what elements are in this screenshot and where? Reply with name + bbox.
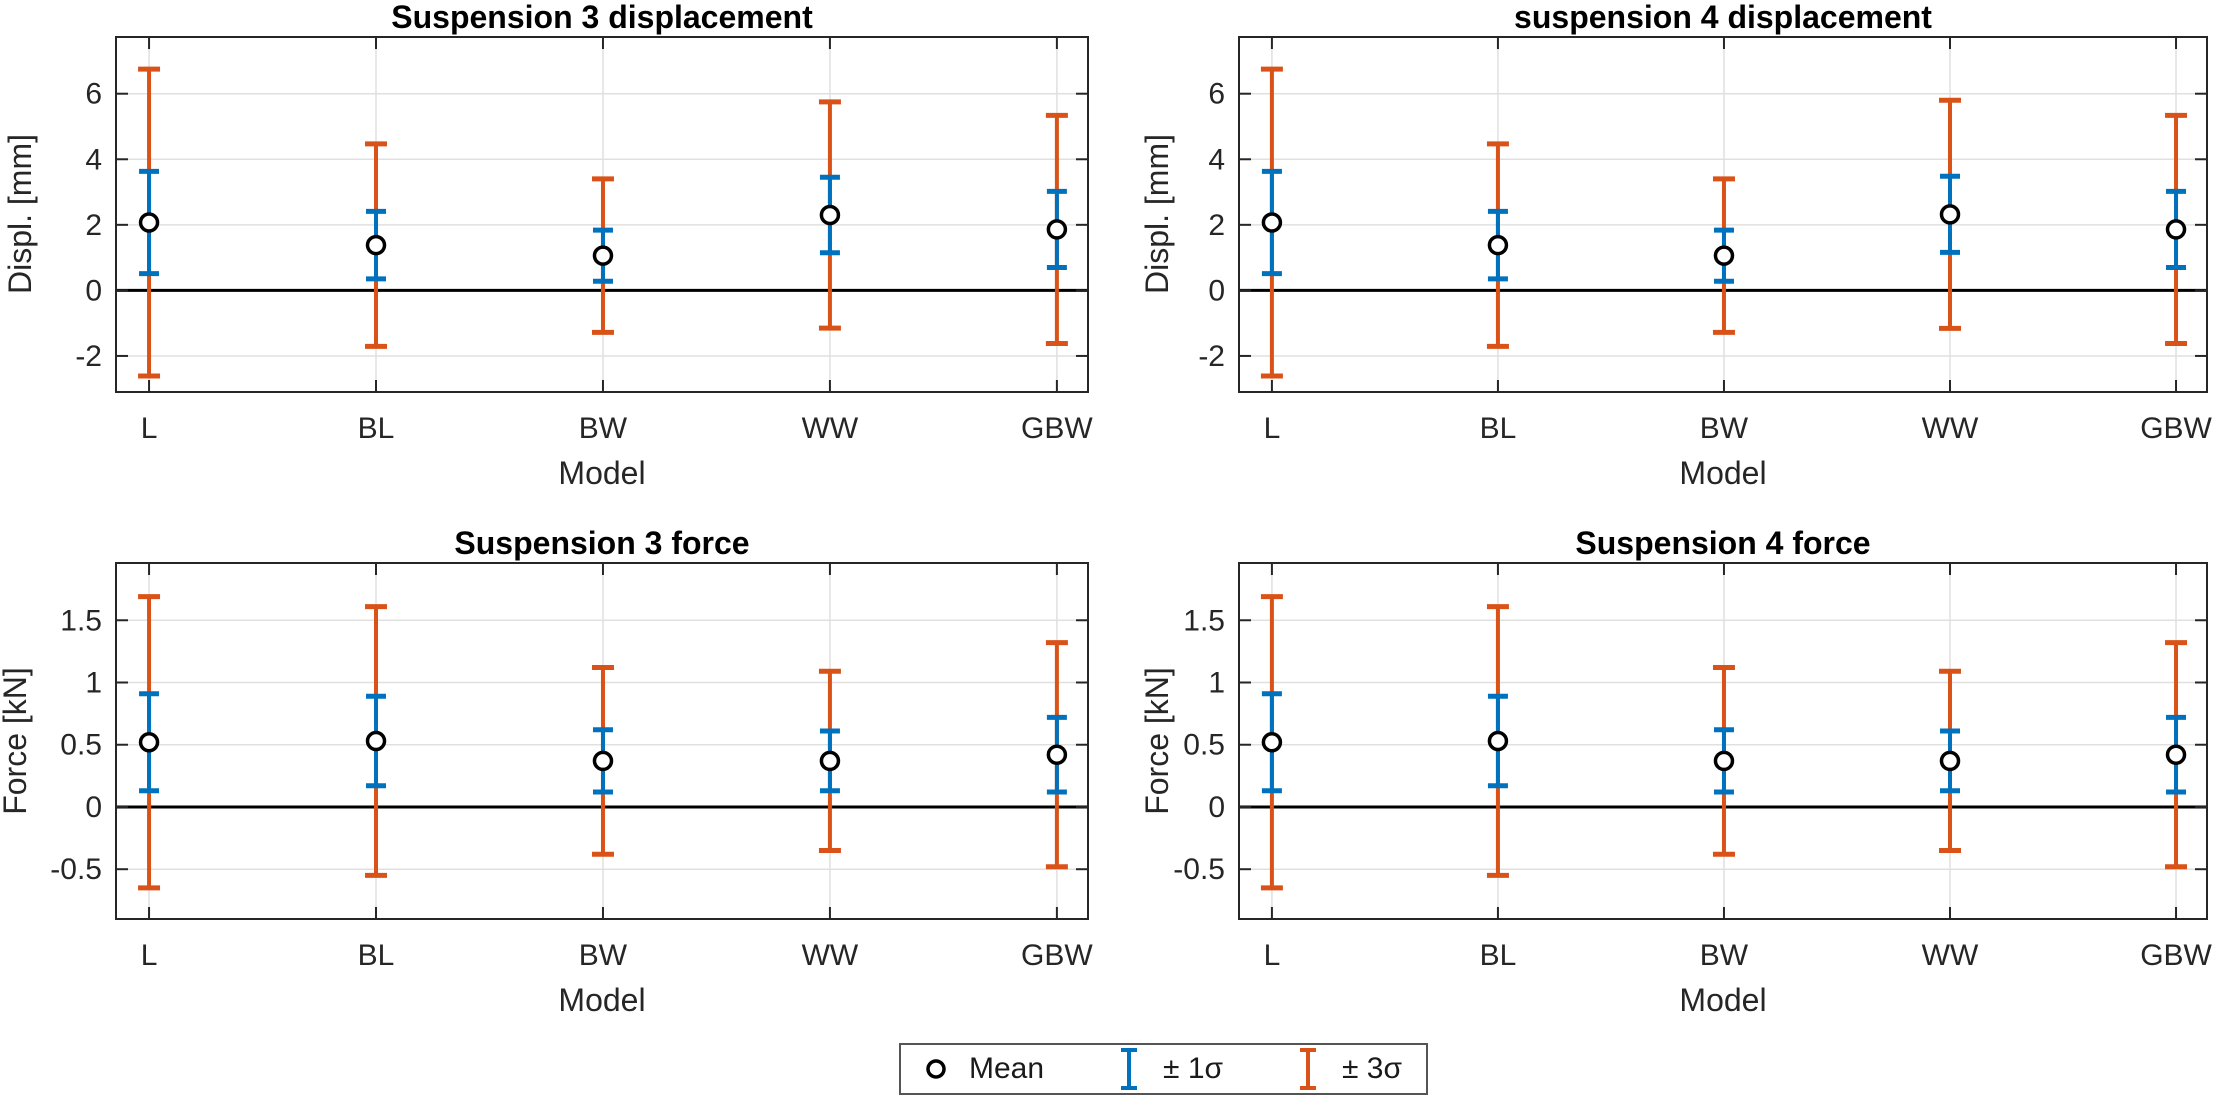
- y-tick-label: 1: [1208, 666, 1225, 699]
- y-tick-label: 0: [1208, 274, 1225, 307]
- mean-marker: [1939, 204, 1961, 225]
- y-axis-label: Displ. [mm]: [2, 134, 38, 294]
- subplot-suspension-4-displacement: -2 0 2 4 6L BL BW WW GBW suspension 4 displaceme…: [1139, 0, 2213, 491]
- y-tick-label: 4: [1208, 143, 1225, 176]
- mean-marker: [1046, 744, 1068, 765]
- y-axis-label: Force [kN]: [0, 667, 33, 815]
- mean-marker: [138, 731, 160, 753]
- axis-box: [1238, 562, 2208, 920]
- mean-marker: [2165, 744, 2187, 765]
- mean-marker: [1261, 212, 1283, 233]
- subplot-suspension-4-force: -0.5 0 0.5 1 1.5L BL BW WW GBW Suspension 4 forc…: [1139, 525, 2213, 1018]
- mean-marker: [1713, 750, 1735, 772]
- x-tick-label: GBW: [1021, 412, 1093, 445]
- y-tick-label: -2: [1198, 340, 1225, 373]
- x-axis-label: Model: [1679, 455, 1766, 491]
- mean-marker: [819, 204, 841, 226]
- x-tick-label: WW: [1922, 939, 1979, 972]
- mean-marker: [365, 234, 387, 256]
- x-tick-label: L: [1264, 939, 1281, 972]
- mean-marker: [1487, 234, 1509, 256]
- mean-marker: [819, 750, 841, 772]
- plot-title: Suspension 4 force: [1575, 525, 1870, 561]
- subplot-suspension-3-displacement: -2 0 2 4 6L BL BW WW GBW Suspension 3 displaceme…: [2, 0, 1093, 491]
- y-tick-label: 6: [1208, 78, 1225, 111]
- mean-marker: [138, 212, 160, 233]
- x-tick-label: L: [141, 939, 158, 972]
- errorbar-3sigma-icon: [1299, 1048, 1316, 1090]
- x-tick-label: BW: [579, 939, 628, 972]
- x-tick-label: L: [141, 412, 158, 445]
- legend-label-3sigma: ± 3σ: [1341, 1052, 1402, 1085]
- mean-marker: [1713, 245, 1735, 266]
- x-tick-label: L: [1264, 412, 1281, 445]
- legend-label-mean: Mean: [969, 1052, 1045, 1085]
- x-tick-label: BL: [358, 412, 395, 445]
- y-axis-label: Displ. [mm]: [1139, 134, 1175, 294]
- y-tick-label: 0: [1208, 791, 1225, 824]
- axis-box: [115, 36, 1089, 393]
- legend-label-1sigma: ± 1σ: [1163, 1052, 1224, 1085]
- x-tick-label: BL: [1480, 412, 1517, 445]
- x-tick-label: BW: [1700, 412, 1749, 445]
- mean-marker: [1939, 750, 1961, 772]
- x-tick-label: BW: [579, 412, 628, 445]
- y-tick-label: 0: [85, 274, 102, 307]
- plot-title: Suspension 3 displacement: [391, 0, 813, 35]
- mean-marker: [2165, 219, 2187, 240]
- mean-marker: [1261, 731, 1283, 753]
- axis-box: [1238, 36, 2208, 393]
- y-axis-label: Force [kN]: [1139, 667, 1175, 815]
- subplot-suspension-3-force: -0.5 0 0.5 1 1.5L BL BW WW GBW Suspension 3 forc…: [0, 525, 1093, 1018]
- mean-marker: [592, 245, 614, 266]
- y-tick-label: 1: [85, 666, 102, 699]
- y-tick-label: 2: [1208, 209, 1225, 242]
- axis-box: [115, 562, 1089, 920]
- x-tick-label: BW: [1700, 939, 1749, 972]
- y-tick-label: -0.5: [1173, 853, 1225, 886]
- x-tick-label: GBW: [2140, 412, 2212, 445]
- y-tick-label: 4: [85, 143, 102, 176]
- errorbar-1sigma-icon: [1121, 1048, 1138, 1090]
- x-axis-label: Model: [1679, 982, 1766, 1018]
- x-axis-label: Model: [558, 982, 645, 1018]
- y-tick-label: 0.5: [60, 729, 102, 762]
- x-tick-label: BL: [358, 939, 395, 972]
- y-tick-label: -0.5: [50, 853, 102, 886]
- mean-marker: [1487, 730, 1509, 752]
- mean-marker: [1046, 219, 1068, 240]
- y-tick-label: 2: [85, 209, 102, 242]
- legend: Mean ± 1σ ± 3σ: [899, 1043, 1428, 1095]
- x-tick-label: BL: [1480, 939, 1517, 972]
- legend-item-mean: Mean: [925, 1049, 1044, 1089]
- x-tick-label: GBW: [1021, 939, 1093, 972]
- y-tick-label: -2: [75, 340, 102, 373]
- x-tick-label: WW: [1922, 412, 1979, 445]
- legend-item-3sigma: ± 3σ: [1296, 1047, 1402, 1091]
- x-axis-label: Model: [558, 455, 645, 491]
- y-tick-label: 6: [85, 78, 102, 111]
- mean-marker: [592, 750, 614, 772]
- legend-item-1sigma: ± 1σ: [1117, 1047, 1223, 1091]
- y-tick-label: 1.5: [60, 604, 102, 637]
- plot-title: suspension 4 displacement: [1514, 0, 1932, 35]
- x-tick-label: WW: [802, 412, 859, 445]
- y-tick-label: 1.5: [1183, 604, 1225, 637]
- y-tick-label: 0: [85, 791, 102, 824]
- x-tick-label: GBW: [2140, 939, 2212, 972]
- y-tick-label: 0.5: [1183, 729, 1225, 762]
- plot-title: Suspension 3 force: [454, 525, 749, 561]
- x-tick-label: WW: [802, 939, 859, 972]
- mean-marker: [365, 730, 387, 752]
- mean-marker-icon: [926, 1059, 946, 1079]
